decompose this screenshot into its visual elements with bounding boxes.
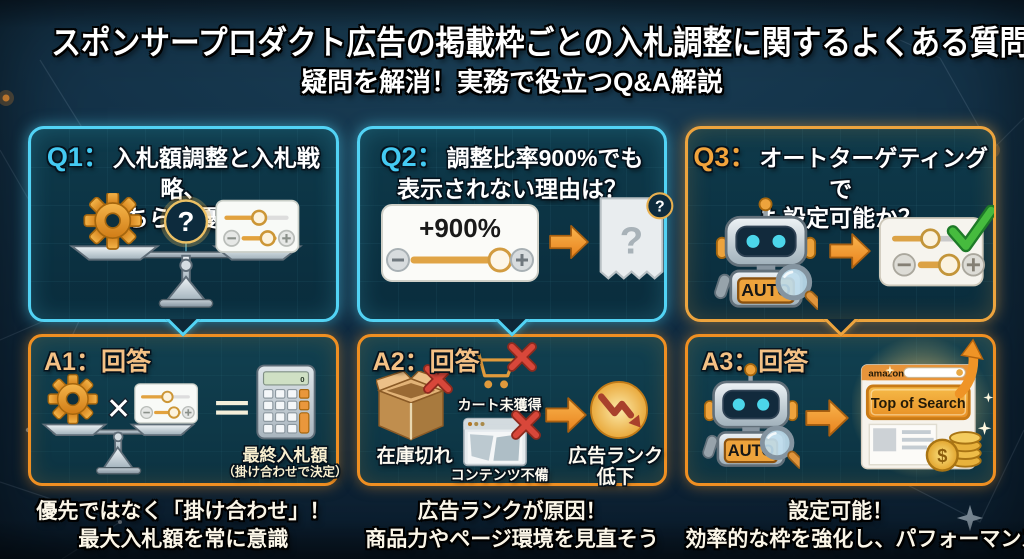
badge-question-mark: ? <box>655 199 665 216</box>
top-of-search-illustration: amazon Top of Search <box>852 337 994 479</box>
q2-label: Q2： <box>380 142 444 172</box>
answer-box-1: A1：回答 × ＝ 0 <box>28 334 348 486</box>
qa-columns: Q1：入札額調整と入札戦略、 どちらが優先？ ? <box>28 126 1024 553</box>
a2-result-line1: 広告ランク <box>568 446 664 467</box>
column-2: Q2：調整比率900%でも 表示されない理由は？ +900% <box>356 126 674 553</box>
calculator-display: 0 <box>300 375 304 384</box>
arrow-right-icon <box>544 393 588 437</box>
q3-text-line1: オートターゲティングで <box>759 145 988 202</box>
coin-symbol: $ <box>938 445 948 466</box>
x-mark-icon <box>506 341 538 373</box>
q1-text-line1: 入札額調整と入札戦略、 <box>112 145 320 202</box>
site-logo: amazon <box>869 368 905 379</box>
question-box-1: Q1：入札額調整と入札戦略、 どちらが優先？ ? <box>28 126 339 322</box>
auto-robot-icon <box>714 195 818 310</box>
a1-label: A1：回答 <box>44 348 151 376</box>
question-mark-icon: ? <box>178 206 195 237</box>
caption-2: 広告ランクが原因！ 商品力やページ環境を見直そう <box>357 498 668 553</box>
question-box-3: Q3：オートターゲティングで も設定可能か？ <box>685 126 997 322</box>
bid-slider-900-card: +900% <box>380 204 539 282</box>
dollar-coin-icon <box>926 438 960 472</box>
receipt-question-mark: ? <box>619 219 642 262</box>
balance-scale-illustration: ? <box>69 193 303 308</box>
a2-item-stock-label: 在庫切れ <box>376 446 453 467</box>
bid-sliders-card-icon <box>133 382 199 425</box>
slider-value-label: +900% <box>419 213 501 243</box>
a1-result-title: 最終入札額 <box>242 446 328 465</box>
calculator-icon: 0 <box>256 364 316 440</box>
multiply-sign: × <box>107 387 130 430</box>
arrow-right-icon <box>804 395 850 441</box>
caption-3: 設定可能！ 効率的な枠を強化し、パフォーマンス向上へ <box>685 498 1024 553</box>
arrow-right-icon <box>548 221 590 263</box>
bid-sliders-card-icon <box>216 201 298 252</box>
q2-text-line1: 調整比率900%でも <box>446 145 644 171</box>
caption-3-line2: 効率的な枠を強化し、パフォーマンス向上へ <box>685 527 1024 551</box>
plus-icon <box>515 254 528 266</box>
a2-item-content-label: コンテンツ不備 <box>450 467 549 483</box>
a2-result-line2: 低下 <box>596 467 635 488</box>
receipt-question-icon: ? ? <box>599 192 674 280</box>
page-subtitle: 疑問を解消！実務で役立つQ&A解説 <box>301 67 723 97</box>
a3-label: A3：回答 <box>701 348 809 376</box>
gear-icon <box>83 193 142 250</box>
gear-icon <box>47 373 99 425</box>
arrow-right-icon <box>828 229 872 273</box>
equals-sign: ＝ <box>211 386 254 433</box>
caption-2-line1: 広告ランクが原因！ <box>417 500 607 523</box>
gear-times-sliders-scale-illustration: × <box>41 373 199 475</box>
caption-3-line1: 設定可能！ <box>788 500 894 523</box>
column-1: Q1：入札額調整と入札戦略、 どちらが優先？ ? <box>28 126 348 553</box>
caption-1-line1: 優先ではなく「掛け合わせ」！ <box>36 500 331 523</box>
answer-box-3: A3：回答 amazon Top of Search <box>685 334 997 486</box>
sliders-check-card-icon <box>879 205 995 287</box>
q1-label: Q1： <box>46 142 110 172</box>
a2-item-cart-label: カート未獲得 <box>457 397 542 413</box>
check-mark-icon <box>949 206 995 250</box>
a2-label: A2：回答 <box>372 348 480 376</box>
broken-page-icon <box>462 417 527 467</box>
caption-2-line2: 商品力やページ環境を見直そう <box>365 527 659 551</box>
caption-1: 優先ではなく「掛け合わせ」！ 最大入札額を常に意識 <box>28 498 339 553</box>
question-box-2: Q2：調整比率900%でも 表示されない理由は？ +900% <box>356 126 674 322</box>
q3-label: Q3： <box>693 142 757 172</box>
a1-result-note: （掛け合わせで決定） <box>222 465 348 479</box>
caption-1-line2: 最大入札額を常に意識 <box>78 527 289 551</box>
q2-text-line2: 表示されない理由は？ <box>397 175 627 202</box>
top-of-search-banner: Top of Search <box>871 396 966 412</box>
column-3: Q3：オートターゲティングで も設定可能か？ <box>685 126 1024 553</box>
x-mark-icon <box>510 409 542 441</box>
cart-icon <box>469 352 515 389</box>
answer-box-2: A2：回答 在庫切れ カート未獲得 <box>356 334 668 488</box>
rank-decline-icon <box>589 381 648 439</box>
q2-heading: Q2：調整比率900%でも 表示されない理由は？ <box>360 129 665 204</box>
page-title: スポンサープロダクト広告の掲載枠ごとの入札調整に関するよくある質問 <box>51 24 1024 61</box>
plus-icon <box>967 258 981 272</box>
